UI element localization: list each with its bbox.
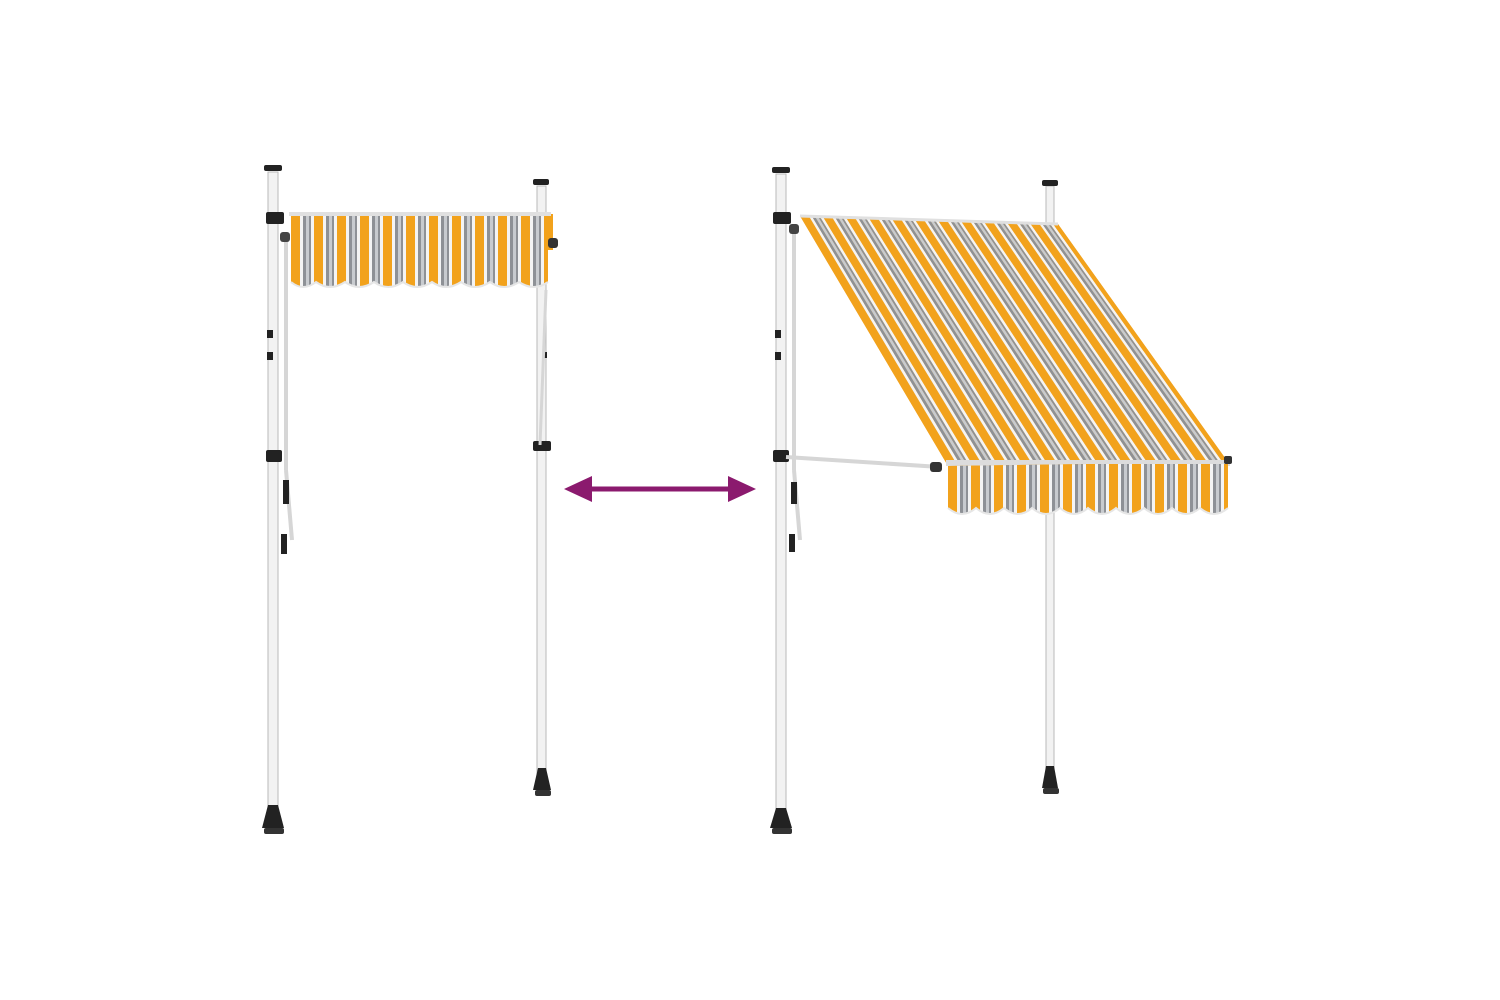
support-arm bbox=[785, 455, 942, 472]
double-arrow-icon bbox=[564, 476, 756, 502]
right-valance bbox=[947, 464, 1229, 515]
right-pole-retracted bbox=[533, 179, 551, 796]
retracted-awning bbox=[262, 165, 558, 834]
left-valance bbox=[290, 250, 549, 288]
extended-canopy bbox=[799, 214, 1228, 466]
left-pole-retracted bbox=[262, 165, 284, 834]
rolled-canopy bbox=[289, 212, 558, 250]
left-pole-extended bbox=[770, 167, 802, 834]
front-bar bbox=[946, 460, 1230, 466]
extended-awning bbox=[770, 167, 1232, 834]
left-crank-arm-retracted bbox=[280, 232, 294, 554]
